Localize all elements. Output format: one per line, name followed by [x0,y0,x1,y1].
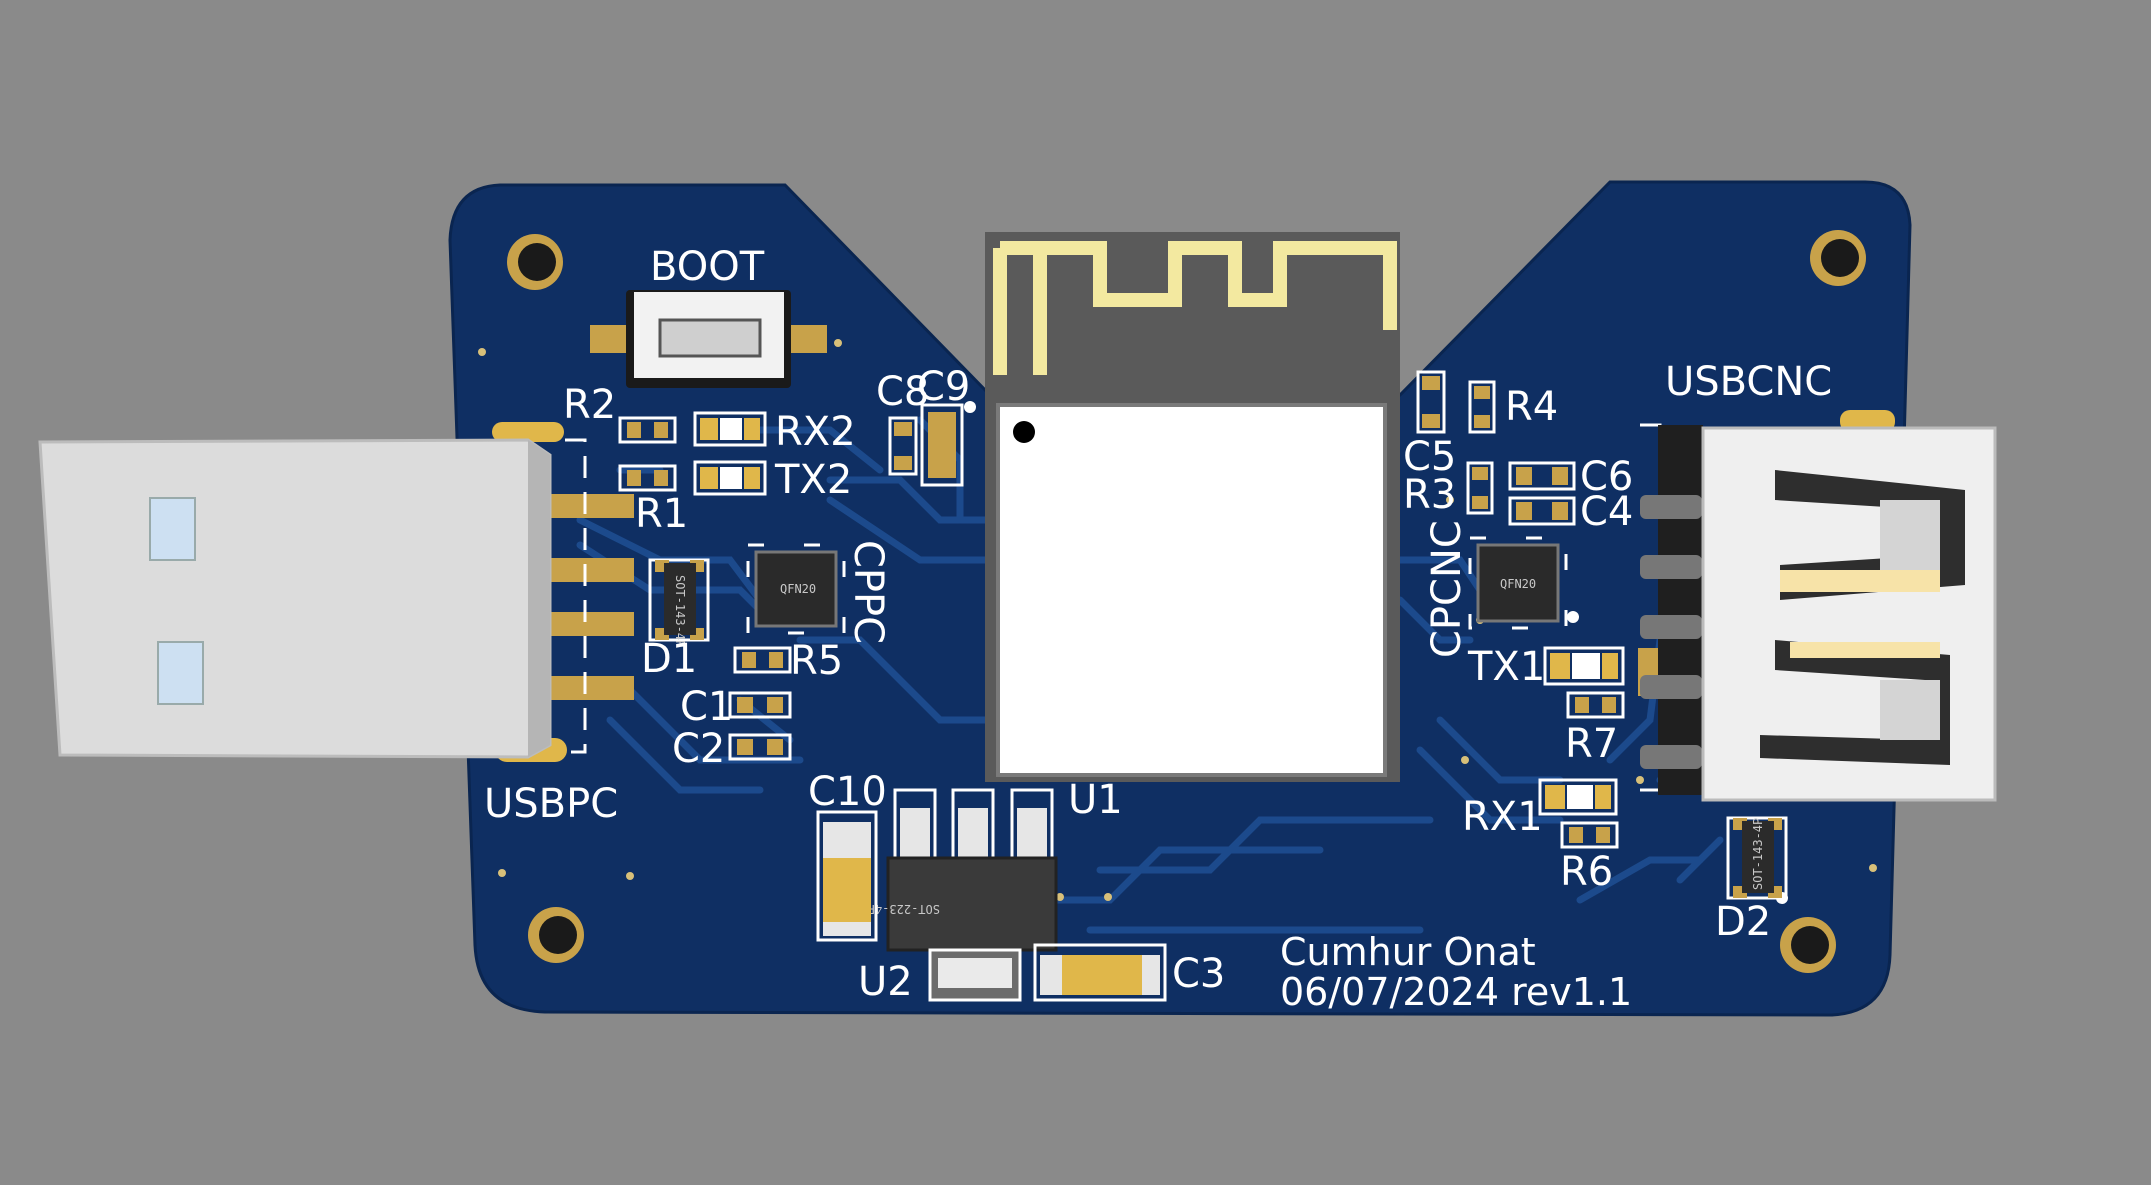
label-boot: BOOT [650,244,765,290]
d1-component: SOT-143-4P [648,558,710,647]
label-r1: R1 [635,491,688,537]
label-c10: C10 [808,769,887,815]
label-c5: C5 [1403,434,1456,480]
label-c4: C4 [1580,489,1633,535]
boot-button-component [590,290,827,388]
author-name: Cumhur Onat [1280,930,1536,974]
c10-capacitor [816,810,878,942]
label-r2: R2 [563,382,616,428]
label-r3: R3 [1403,472,1456,518]
silkscreen-labels: BOOT R2 RX2 TX2 R1 D1 CPPC R5 C1 C2 C8 C… [484,244,1832,1014]
label-u2: U2 [858,959,913,1005]
label-usbcnc: USBCNC [1665,359,1832,405]
usb-plug-pc [38,422,634,762]
smd-parts [618,370,1625,849]
date-revision: 06/07/2024 rev1.1 [1280,970,1632,1014]
label-d2: D2 [1715,899,1771,945]
label-rx2: RX2 [775,409,856,455]
label-c9: C9 [917,364,970,410]
qfn-chip-pc: QFN20 [746,543,846,635]
label-tx2: TX2 [774,457,852,503]
label-c1: C1 [680,684,733,730]
d2-component: SOT-143-4P [1726,816,1788,900]
label-c3: C3 [1172,951,1225,997]
d1-mark: SOT-143-4P [673,575,687,647]
label-r4: R4 [1505,384,1558,430]
d2-mark: SOT-143-4P [1751,818,1765,890]
copper-traces [576,416,1724,934]
label-c2: C2 [672,726,725,772]
qfn-cnc-mark: QFN20 [1500,577,1536,591]
label-c8: C8 [876,369,929,415]
qfn-pc-mark: QFN20 [780,582,816,596]
c3-capacitor [1033,943,1167,1002]
label-r6: R6 [1560,849,1613,895]
mounting-holes [507,230,1866,973]
label-cppc: CPPC [845,540,891,644]
label-cpcnc: CPCNC [1424,520,1470,658]
u2-mark: SOT-223-4P [868,902,940,916]
usb-receptacle-cnc [1638,410,1997,802]
label-usbpc: USBPC [484,781,618,827]
qfn-chip-cnc: QFN20 [1468,536,1568,630]
u2-regulator: SOT-223-4P [868,788,1058,1002]
label-r7: R7 [1565,721,1618,767]
label-rx1: RX1 [1462,794,1543,840]
label-tx1: TX1 [1467,644,1545,690]
label-u1: U1 [1068,777,1123,823]
label-d1: D1 [641,636,697,682]
label-r5: R5 [790,638,843,684]
u1-module [985,232,1400,782]
label-c6: C6 [1580,454,1633,500]
